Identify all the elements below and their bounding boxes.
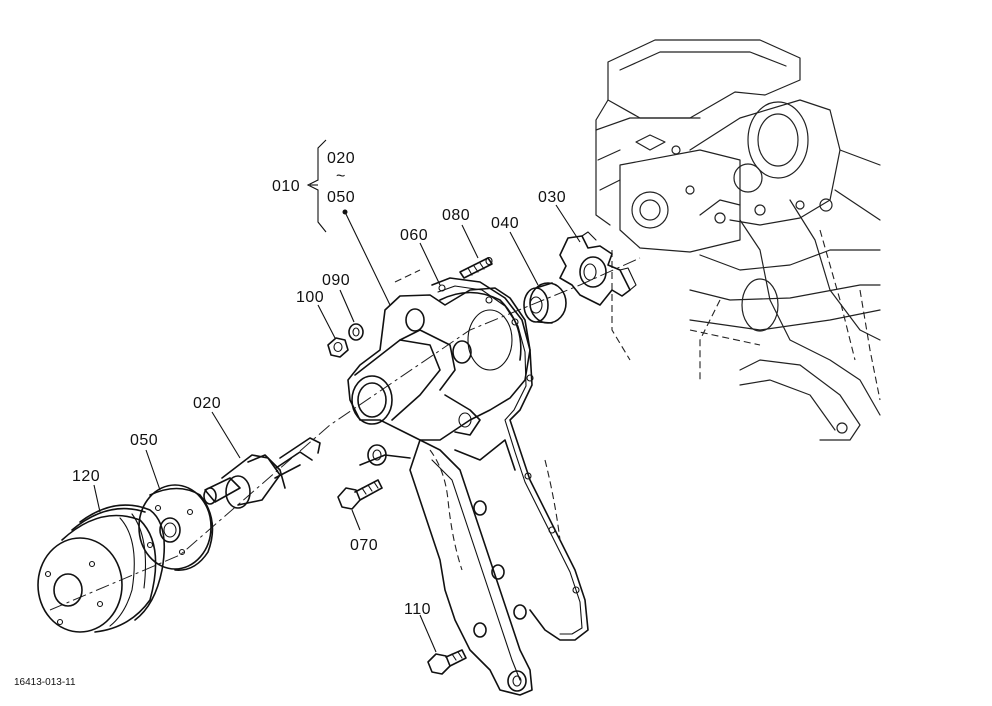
callout-range-to: 050 (327, 189, 355, 206)
flange-050 (138, 484, 214, 571)
pump-lower-plate (409, 439, 533, 696)
leader-lines (93, 204, 581, 653)
callout-060: 060 (400, 227, 428, 244)
pulley-120 (37, 504, 166, 633)
water-pump-body (347, 287, 531, 466)
callout-070: 070 (350, 537, 378, 554)
figure-reference-number: 16413-013-11 (14, 677, 76, 688)
bolt-110 (427, 649, 467, 675)
callout-030: 030 (538, 189, 566, 206)
callout-110: 110 (404, 601, 431, 618)
callout-range-from: 020 (327, 150, 355, 167)
callout-010: 010 (272, 178, 300, 195)
callout-range-sep: ~ (336, 168, 346, 185)
callout-100: 100 (296, 289, 324, 306)
bolt-070 (337, 479, 383, 510)
nut-100 (327, 337, 349, 358)
shaft-bearing-020 (203, 437, 321, 509)
seal-040 (523, 282, 567, 324)
washer-090 (348, 323, 364, 341)
callout-120: 120 (72, 468, 100, 485)
callout-050: 050 (130, 432, 158, 449)
stud-080 (459, 256, 493, 279)
engine-block-outline (595, 39, 881, 441)
callout-040: 040 (491, 215, 519, 232)
callout-080: 080 (442, 207, 470, 224)
callout-090: 090 (322, 272, 350, 289)
callout-020: 020 (193, 395, 221, 412)
hidden-lines (394, 229, 881, 571)
gasket-060 (431, 277, 589, 641)
group-bracket (306, 139, 327, 233)
impeller-030 (559, 231, 637, 306)
